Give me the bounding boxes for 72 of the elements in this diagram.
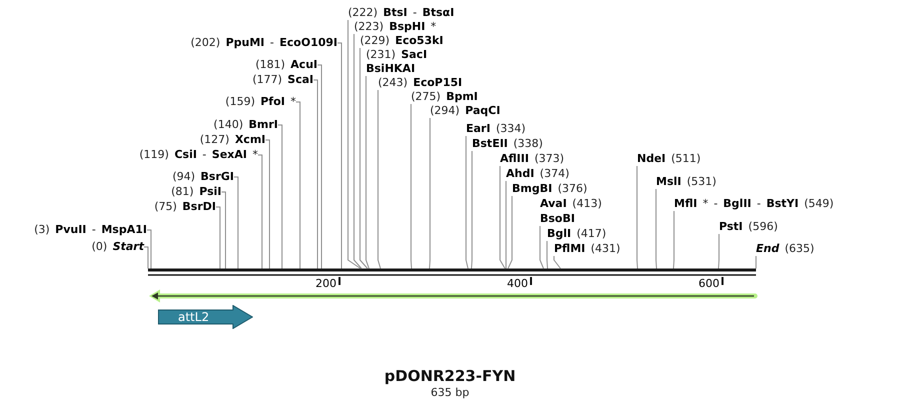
sequence-end-label: End (635) <box>756 242 814 256</box>
site-label: AhdI (374) <box>506 167 570 181</box>
site-label: EarI (334) <box>466 122 526 136</box>
site-label: AflIII (373) <box>500 152 564 166</box>
map-subtitle: 635 bp <box>430 386 470 399</box>
leader-line <box>636 166 638 269</box>
site-label: (81) PsiI <box>171 185 222 199</box>
site-label: (3) PvuII - MspA1I <box>34 223 147 237</box>
site-label: (202) PpuMI - EcoO109I <box>190 36 338 50</box>
site-label: (94) BsrGI <box>172 170 234 184</box>
site-label: (275) BpmI <box>411 90 478 104</box>
leader-line <box>500 166 506 269</box>
site-label: (243) EcoP15I <box>378 76 462 90</box>
site-label: (229) Eco53kI <box>360 34 444 48</box>
leader-line <box>471 150 472 269</box>
site-label: NdeI (511) <box>637 152 701 166</box>
site-label: MflI* - BglII - BstYI (549) <box>674 197 834 211</box>
leader-line <box>554 256 561 269</box>
leader-line <box>540 226 544 269</box>
map-title: pDONR223-FYN <box>384 367 516 385</box>
site-label: (177) ScaI <box>252 73 314 87</box>
leader-line <box>146 230 152 269</box>
site-label: (140) BmrI <box>214 118 278 132</box>
leader-line <box>718 234 720 269</box>
leader-line <box>296 102 300 269</box>
leader-line <box>278 124 282 269</box>
site-label: BstEII (338) <box>472 137 543 151</box>
site-label: (294) PaqCI <box>430 104 500 118</box>
sequence-start-label: (0) Start <box>92 240 144 254</box>
leader-line <box>466 136 468 269</box>
site-label: (181) AcuI <box>255 58 318 72</box>
site-label: PflMI (431) <box>554 242 620 256</box>
leader-line <box>410 104 412 269</box>
leader-line <box>313 80 318 269</box>
leader-line <box>221 192 226 269</box>
leader-line <box>546 240 548 269</box>
leader-line <box>348 20 361 269</box>
leader-line <box>378 90 381 269</box>
feature-label: attL2 <box>178 309 210 325</box>
scale-label: 400 <box>507 277 528 290</box>
site-label: (231) SacI <box>366 48 428 62</box>
leader-line <box>258 154 262 269</box>
site-label: (119) CsiI - SexAI* <box>139 148 258 162</box>
site-label: BsiHKAI <box>366 62 416 76</box>
leader-line <box>656 188 657 269</box>
site-label: BglI (417) <box>547 227 606 241</box>
leader-line <box>429 118 430 269</box>
site-label: PstI (596) <box>719 220 778 234</box>
feature-arrow <box>158 305 253 329</box>
scale-label: 200 <box>316 277 336 290</box>
site-label: (223) BspHI* <box>354 20 436 34</box>
site-label: MslI (531) <box>656 175 716 189</box>
leader-line <box>317 64 322 269</box>
leader-line <box>366 76 370 269</box>
site-label: BmgBI (376) <box>512 182 588 196</box>
leader-line <box>673 210 674 269</box>
leader-line <box>144 246 148 269</box>
leader-line <box>354 34 362 269</box>
leader-line <box>265 140 270 269</box>
scale-label: 600 <box>698 277 720 290</box>
site-label: BsoBI <box>540 212 575 226</box>
site-label: AvaI (413) <box>540 197 602 211</box>
leader-line <box>234 176 238 269</box>
leader-line <box>508 196 512 269</box>
leader-line <box>360 48 368 269</box>
leader-line <box>337 42 342 269</box>
site-label: (222) BtsI - BtsαI <box>348 6 454 20</box>
dna-backbone <box>148 268 756 276</box>
site-label: (127) XcmI <box>200 133 266 147</box>
site-label: (159) PfoI* <box>225 95 296 109</box>
site-label: (75) BsrDI <box>154 200 216 214</box>
leader-line <box>216 206 220 269</box>
